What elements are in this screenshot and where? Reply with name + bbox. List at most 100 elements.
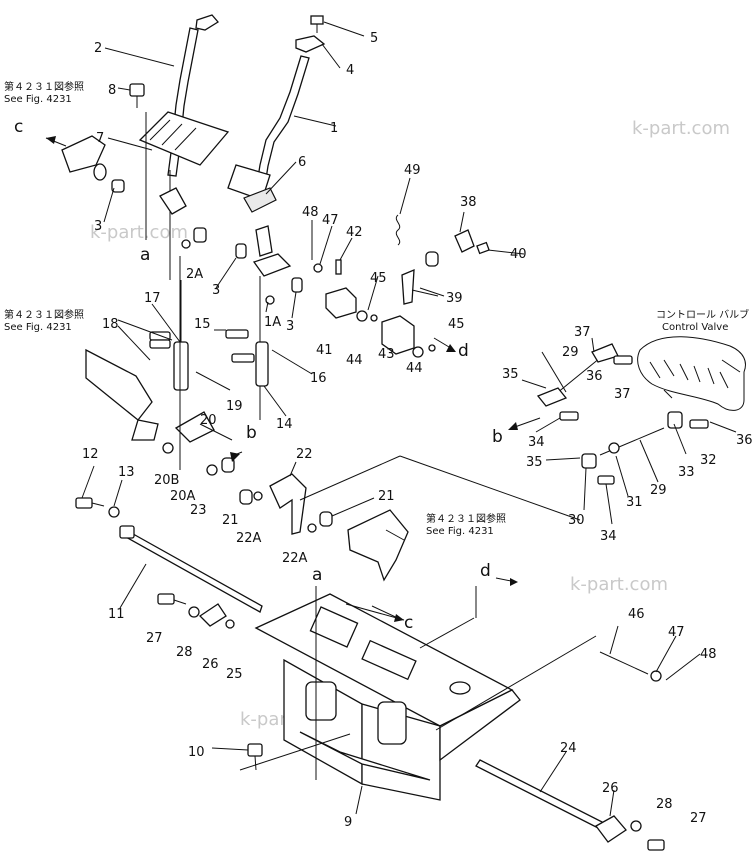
part-number: 32 bbox=[700, 453, 717, 468]
lever-39 bbox=[401, 268, 439, 305]
part-number: 44 bbox=[406, 361, 423, 376]
part-number: 25 bbox=[226, 667, 243, 682]
shaft-left bbox=[159, 170, 187, 280]
shaft-11 bbox=[119, 525, 263, 613]
part-number: 12 bbox=[82, 447, 99, 462]
part-number: 47 bbox=[668, 625, 685, 640]
ref-note-jp: 第４２３１図参照 bbox=[426, 512, 506, 525]
part-number: 35 bbox=[526, 455, 543, 470]
part-number: 36 bbox=[586, 369, 603, 384]
part-number: 9 bbox=[344, 815, 352, 830]
direction-arrows bbox=[45, 136, 541, 622]
dir-d: d bbox=[480, 561, 491, 581]
part-number: 1 bbox=[330, 121, 338, 136]
part-number: 44 bbox=[346, 353, 363, 368]
part-number: 21 bbox=[222, 513, 239, 528]
part-number: 29 bbox=[562, 345, 579, 360]
shaft-46 bbox=[599, 651, 662, 682]
reference-lines bbox=[145, 112, 597, 780]
part-number: 39 bbox=[446, 291, 463, 306]
part-number: 13 bbox=[118, 465, 135, 480]
part-number: 26 bbox=[202, 657, 219, 672]
part-number: 20 bbox=[200, 413, 217, 428]
link-14 bbox=[255, 341, 269, 387]
part-number: 42 bbox=[346, 225, 363, 240]
ref-note-en: See Fig. 4231 bbox=[4, 94, 72, 105]
rod-29-upper bbox=[536, 343, 619, 407]
part-number: 7 bbox=[96, 131, 104, 146]
ref-note-jp: 第４２３１図参照 bbox=[4, 308, 84, 321]
part-number: 40 bbox=[510, 247, 527, 262]
dir-d: d bbox=[458, 341, 469, 361]
watermark: k-part.com bbox=[632, 118, 730, 139]
part-number: 18 bbox=[102, 317, 119, 332]
bracket-6 bbox=[243, 187, 277, 213]
watermark: k-part.com bbox=[570, 574, 668, 595]
part-number: 19 bbox=[226, 399, 243, 414]
part-number: 31 bbox=[626, 495, 643, 510]
part-number: 21 bbox=[378, 489, 395, 504]
leader-lines bbox=[81, 21, 741, 817]
pipe-lower-left bbox=[85, 348, 159, 441]
bracket-38 bbox=[454, 229, 490, 255]
part-number: 2A bbox=[186, 267, 203, 282]
part-number: 41 bbox=[316, 343, 333, 358]
part-number: 27 bbox=[146, 631, 163, 646]
part-number: 3 bbox=[94, 219, 102, 234]
pipe-c-upper bbox=[61, 135, 107, 181]
lever-20 bbox=[174, 411, 215, 443]
washer bbox=[162, 442, 174, 454]
part-number: 28 bbox=[656, 797, 673, 812]
lever-guide-7 bbox=[138, 111, 271, 201]
link-17 bbox=[173, 280, 189, 391]
part-number: 16 bbox=[310, 371, 327, 386]
part-number: 23 bbox=[190, 503, 207, 518]
part-number: 22 bbox=[296, 447, 313, 462]
part-number: 29 bbox=[650, 483, 667, 498]
part-number: 34 bbox=[600, 529, 617, 544]
part-number: 14 bbox=[276, 417, 293, 432]
watermark: k-part.com bbox=[90, 222, 188, 243]
shaft-right bbox=[252, 225, 292, 420]
part-number: 26 bbox=[602, 781, 619, 796]
part-number: 22A bbox=[282, 551, 308, 566]
washer bbox=[307, 523, 317, 533]
rod-29-lower bbox=[581, 411, 683, 469]
bolt-5 bbox=[310, 15, 324, 33]
part-number: 34 bbox=[528, 435, 545, 450]
part-number: 5 bbox=[370, 31, 378, 46]
spring-49 bbox=[395, 214, 401, 246]
bolt-34 bbox=[559, 411, 579, 421]
bushing-21 bbox=[319, 511, 333, 527]
dir-c: c bbox=[14, 117, 23, 137]
part-number: 1A bbox=[264, 315, 281, 330]
part-number: 46 bbox=[628, 607, 645, 622]
ref-note-en: See Fig. 4231 bbox=[426, 526, 494, 537]
dir-b: b bbox=[246, 423, 257, 443]
bushing-3 bbox=[111, 179, 125, 193]
control-valve-jp: コントロール バルブ bbox=[656, 308, 749, 321]
part-number: 22A bbox=[236, 531, 262, 546]
frame-9 bbox=[254, 593, 521, 801]
part-number: 10 bbox=[188, 745, 205, 760]
dir-a: a bbox=[312, 565, 322, 585]
part-number: 35 bbox=[502, 367, 519, 382]
lower-bolts bbox=[75, 83, 665, 851]
part-number: 4 bbox=[346, 63, 354, 78]
dir-c: c bbox=[404, 613, 413, 633]
part-number: 45 bbox=[448, 317, 465, 332]
part-number: 28 bbox=[176, 645, 193, 660]
part-number: 45 bbox=[370, 271, 387, 286]
part-number: 37 bbox=[614, 387, 631, 402]
part-number: 48 bbox=[700, 647, 717, 662]
dir-a: a bbox=[140, 245, 150, 265]
part-number: 3 bbox=[286, 319, 294, 334]
control-valve-en: Control Valve bbox=[662, 322, 728, 333]
part-number: 11 bbox=[108, 607, 125, 622]
lever-22 bbox=[269, 473, 307, 535]
part-number: 27 bbox=[690, 811, 707, 826]
part-number: 48 bbox=[302, 205, 319, 220]
control-valve-outline bbox=[637, 336, 746, 411]
shaft-24 bbox=[475, 759, 627, 843]
